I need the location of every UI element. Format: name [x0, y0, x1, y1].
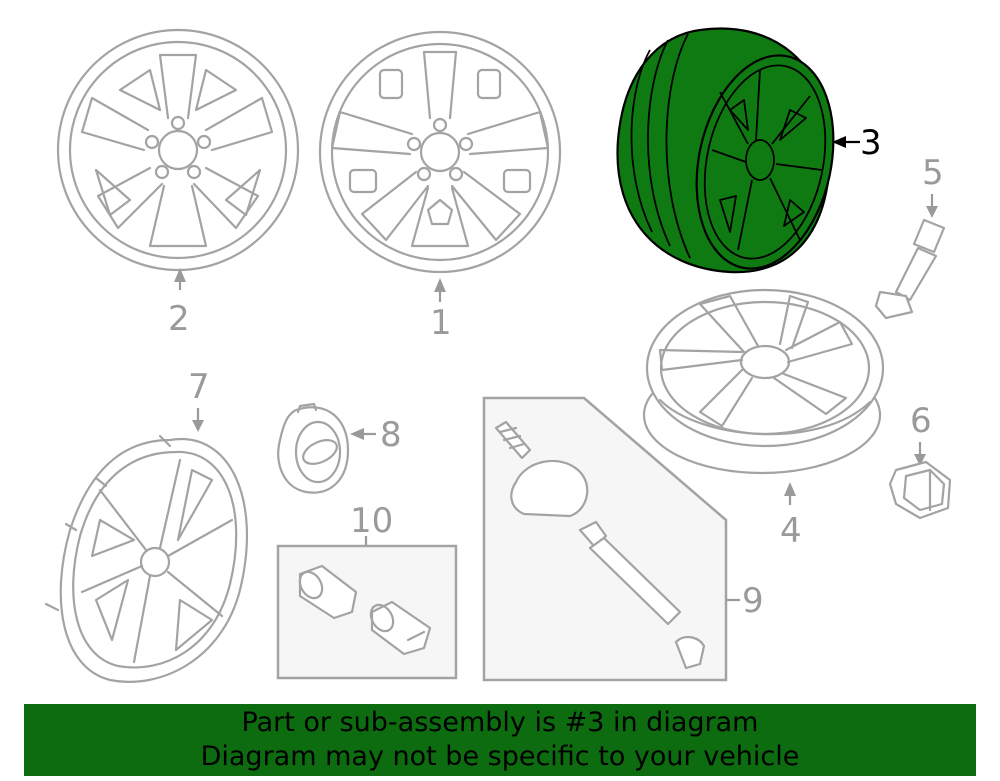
banner-line-2: Diagram may not be specific to your vehi… [200, 741, 800, 772]
part-10-lock-kit-box[interactable] [276, 544, 458, 680]
part-8-center-cap[interactable] [277, 402, 350, 494]
info-banner: Part or sub-assembly is #3 in diagram Di… [24, 704, 976, 776]
part-10-lug-lock [298, 564, 432, 656]
callout-4: 4 [780, 511, 802, 551]
callout-3: 3 [860, 123, 882, 163]
part-1-wheel[interactable] [318, 30, 562, 274]
part-4-spare-wheel[interactable] [642, 288, 885, 475]
part-5-valve-stem[interactable] [874, 218, 946, 320]
part-2-wheel[interactable] [56, 28, 300, 272]
callout-5: 5 [922, 153, 944, 193]
callout-7: 7 [188, 367, 210, 407]
banner-line-1: Part or sub-assembly is #3 in diagram [241, 707, 759, 738]
callout-10: 10 [350, 501, 393, 541]
part-6-lug-nut[interactable] [888, 460, 952, 520]
callout-8: 8 [380, 415, 402, 455]
callout-6: 6 [910, 401, 932, 441]
callout-2: 2 [168, 299, 190, 339]
callout-9: 9 [742, 581, 764, 621]
callout-1: 1 [430, 303, 452, 343]
part-3-wheel-highlighted[interactable] [616, 27, 852, 282]
part-9-tpms-sensor [494, 420, 706, 670]
parts-diagram: 2 1 [44, 27, 952, 683]
part-7-wheel-cover[interactable] [44, 434, 248, 683]
